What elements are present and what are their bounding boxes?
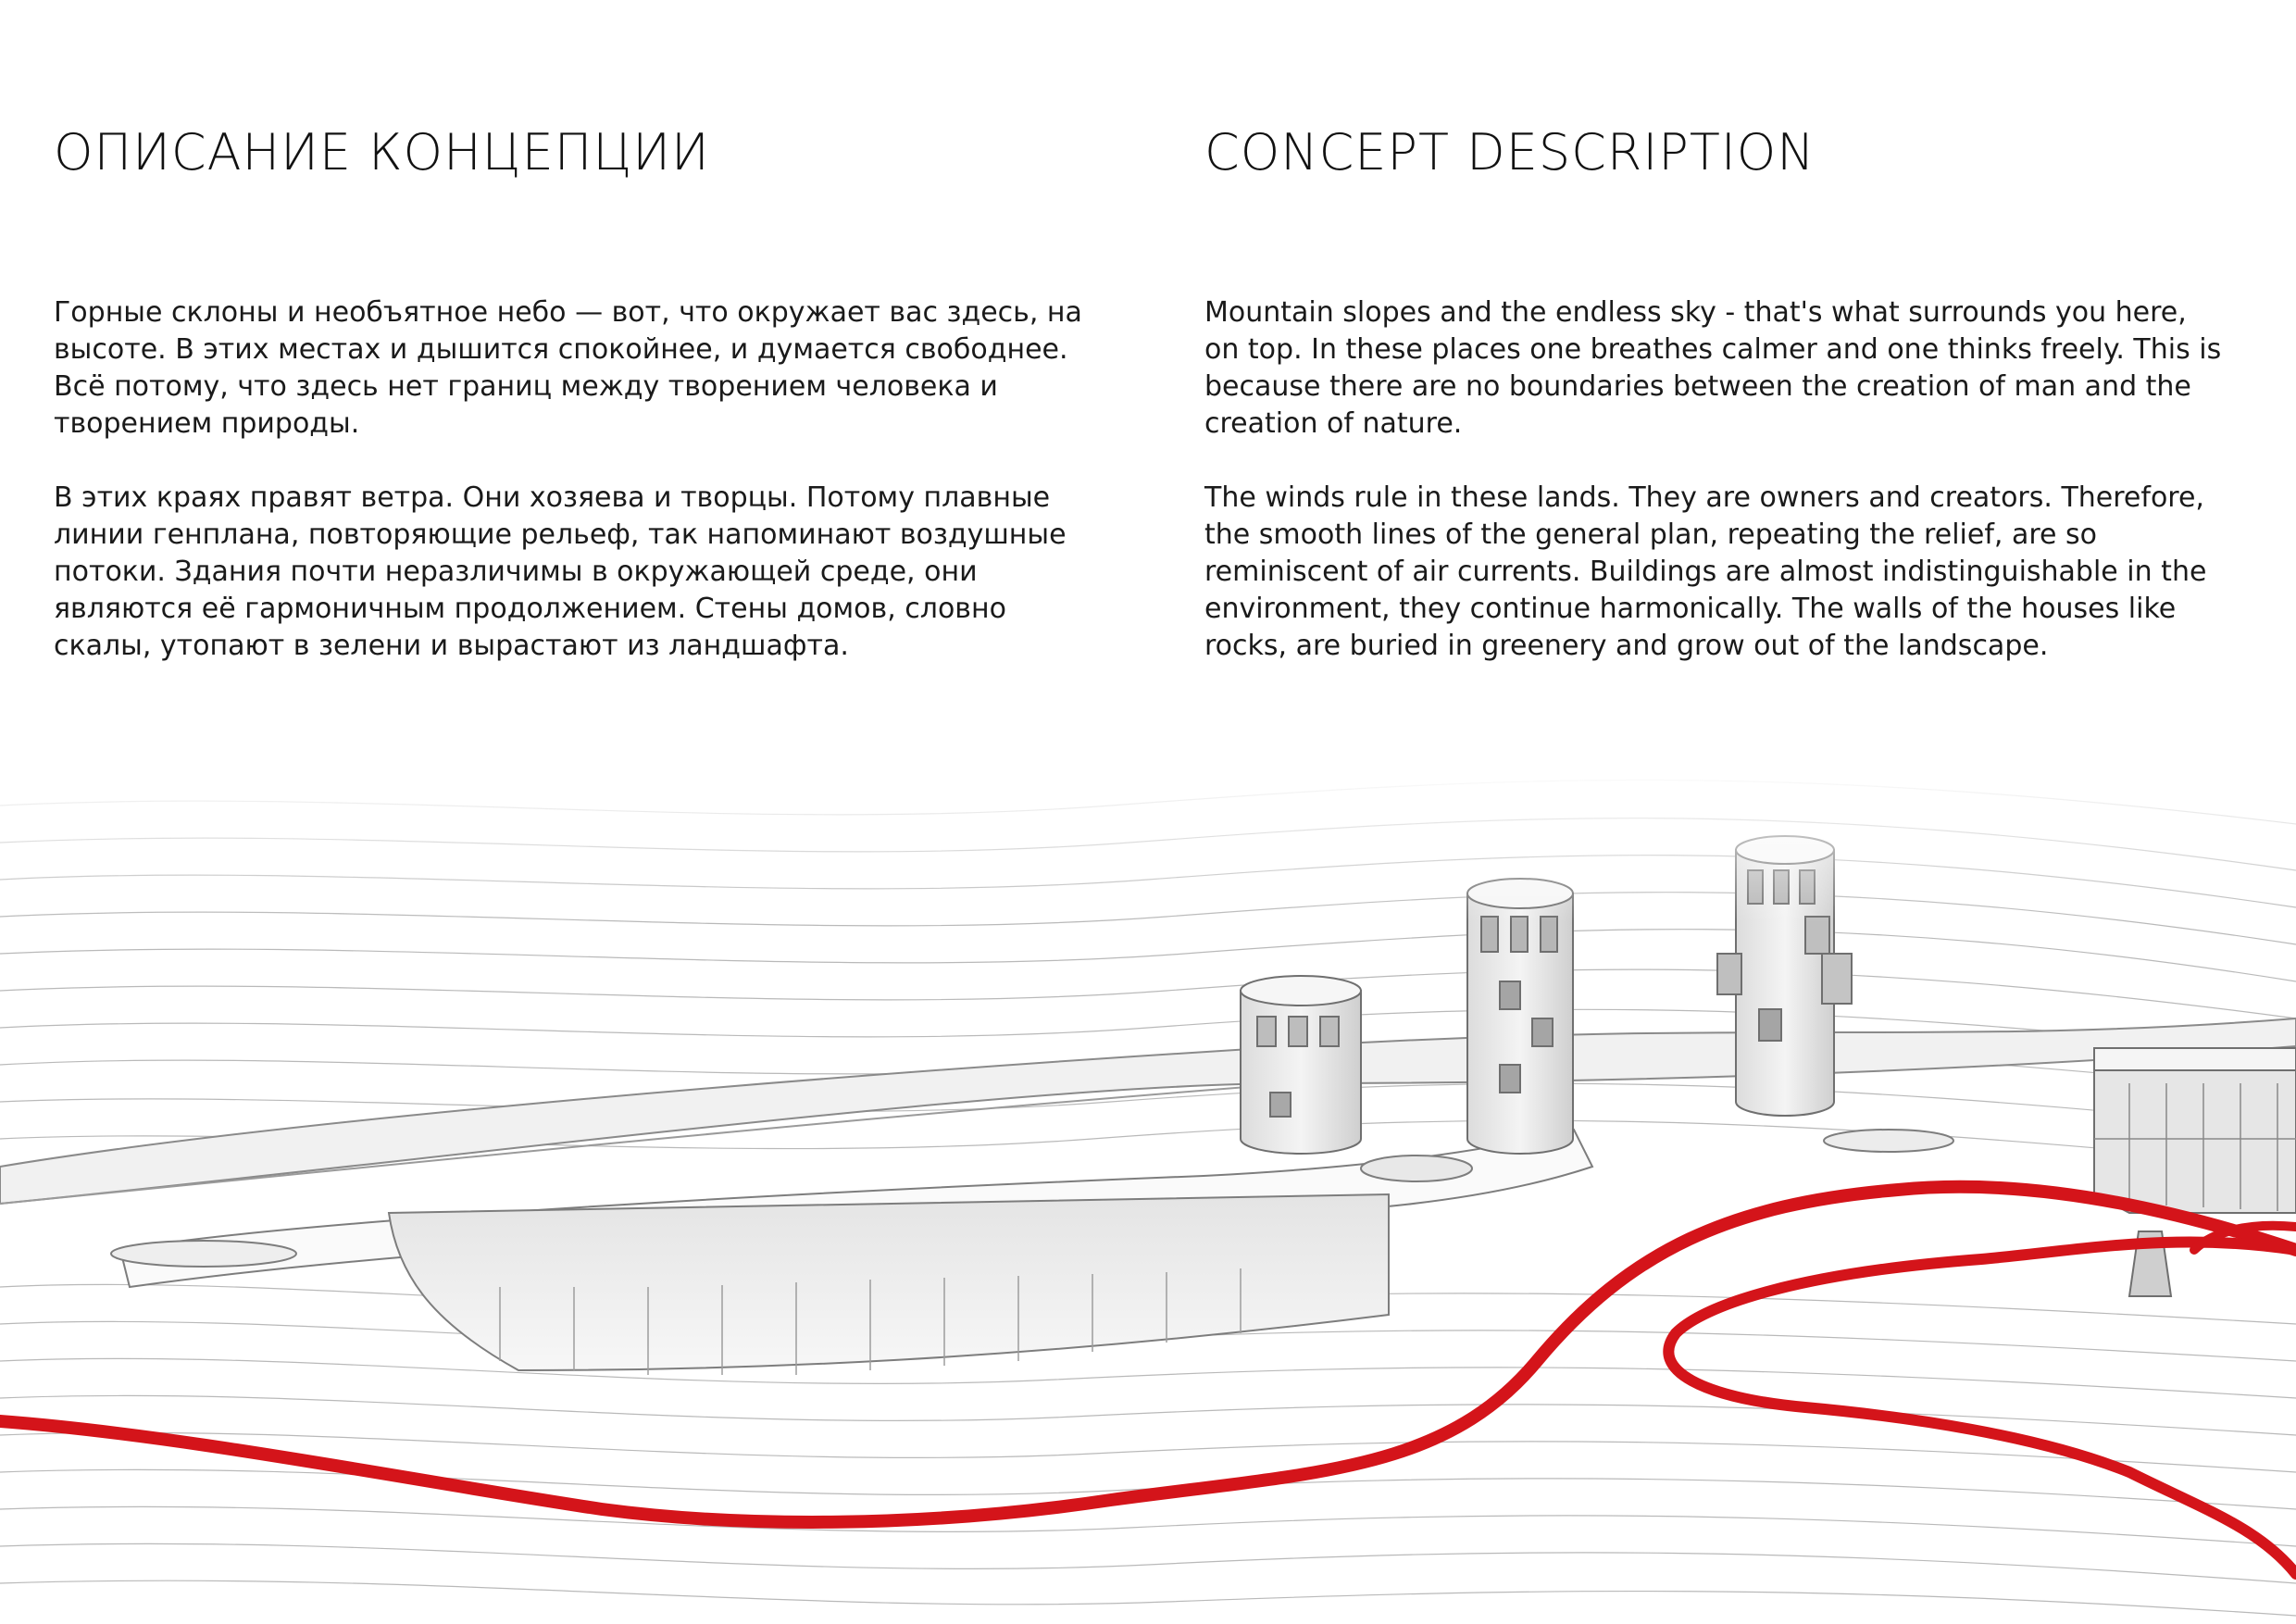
text-line: rocks, are buried in greenery and grow o… bbox=[1204, 630, 2049, 662]
english-title: CONCEPT DESCRIPTION bbox=[1204, 123, 1816, 181]
text-line: because there are no boundaries between … bbox=[1204, 370, 2191, 403]
text-line: Mountain slopes and the endless sky - th… bbox=[1204, 296, 2187, 329]
text-line: The winds rule in these lands. They are … bbox=[1204, 481, 2204, 514]
russian-title: ОПИСАНИЕ КОНЦЕПЦИИ bbox=[54, 123, 710, 181]
text-line: creation of nature. bbox=[1204, 407, 1463, 440]
text-line: Горные склоны и необъятное небо — вот, ч… bbox=[54, 296, 1082, 329]
text-line: потоки. Здания почти неразличимы в окруж… bbox=[54, 556, 978, 588]
text-line: творением природы. bbox=[54, 407, 360, 440]
architectural-render bbox=[0, 768, 2296, 1624]
text-line: В этих краях правят ветра. Они хозяева и… bbox=[54, 481, 1051, 514]
text-line: Всё потому, что здесь нет границ между т… bbox=[54, 370, 998, 403]
text-line: скалы, утопают в зелени и вырастают из л… bbox=[54, 630, 849, 662]
text-line: являются её гармоничным продолжением. Ст… bbox=[54, 593, 1006, 625]
text-line: the smooth lines of the general plan, re… bbox=[1204, 518, 2097, 551]
english-paragraph-2: The winds rule in these lands. They are … bbox=[1204, 480, 2206, 665]
text-line: on top. In these places one breathes cal… bbox=[1204, 333, 2222, 366]
text-line: линии генплана, повторяющие рельеф, так … bbox=[54, 518, 1067, 551]
english-paragraph-1: Mountain slopes and the endless sky - th… bbox=[1204, 294, 2221, 443]
russian-paragraph-1: Горные склоны и необъятное небо — вот, ч… bbox=[54, 294, 1082, 443]
text-line: environment, they continue harmonically.… bbox=[1204, 593, 2177, 625]
text-line: reminiscent of air currents. Buildings a… bbox=[1204, 556, 2207, 588]
russian-paragraph-2: В этих краях правят ветра. Они хозяева и… bbox=[54, 480, 1067, 665]
text-line: высоте. В этих местах и дышится спокойне… bbox=[54, 333, 1068, 366]
